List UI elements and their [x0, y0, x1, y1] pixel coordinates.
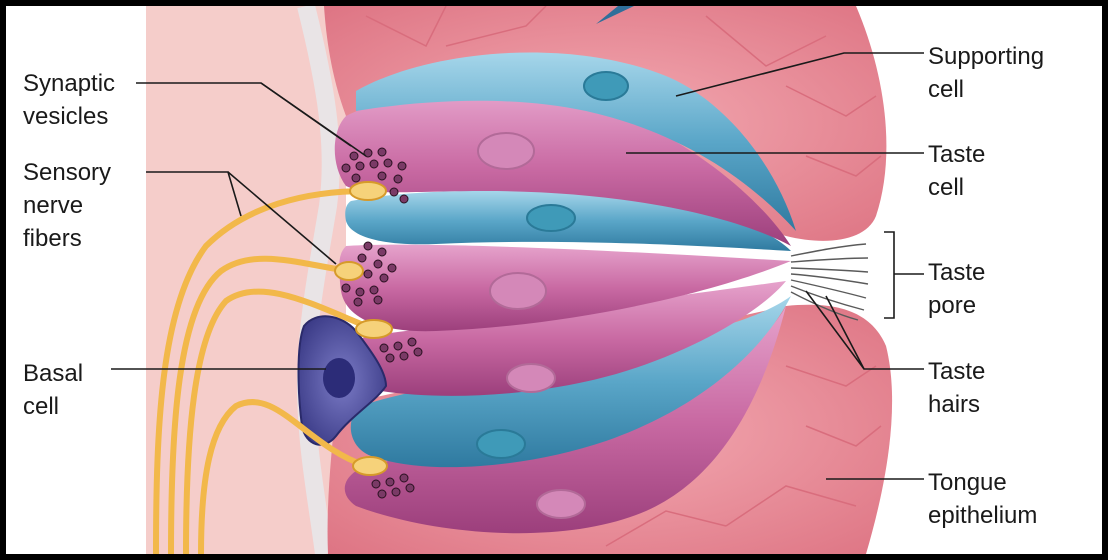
taste-cell-middle	[339, 244, 791, 332]
cell-nuclei	[476, 71, 629, 519]
taste-cell-upper	[334, 89, 791, 247]
label-basal-cell-line2: cell	[23, 393, 60, 420]
label-sensory-nerve-fibers-line1: Sensory	[23, 159, 112, 186]
label-supporting-cell: Supporting cell	[928, 40, 1044, 106]
label-taste-hairs-line2: hairs	[928, 391, 981, 418]
leader-lines	[111, 52, 924, 480]
supporting-cell-upper	[356, 52, 796, 231]
taste-bud	[297, 52, 796, 534]
taste-cell-lower-middle	[354, 281, 786, 396]
label-taste-hairs: Taste hairs	[928, 355, 985, 421]
label-tongue-epithelium: Tongue epithelium	[928, 466, 1037, 532]
label-tongue-epithelium-line1: Tongue	[928, 469, 1007, 496]
label-sensory-nerve-fibers-line2: nerve	[23, 192, 84, 219]
label-synaptic-vesicles-line1: Synaptic	[23, 70, 116, 97]
label-supporting-cell-line1: Supporting	[928, 43, 1045, 70]
epithelial-cell-outlines	[365, 6, 882, 547]
top-arrow	[596, 6, 634, 24]
basement-membrane	[296, 6, 340, 554]
label-synaptic-vesicles: Synaptic vesicles	[23, 67, 115, 133]
label-sensory-nerve-fibers: Sensory nerve fibers	[23, 156, 111, 255]
label-taste-cell-line1: Taste	[928, 141, 986, 168]
label-synaptic-vesicles-line2: vesicles	[23, 103, 109, 130]
nerve-terminals	[334, 181, 393, 476]
label-basal-cell-line1: Basal	[23, 360, 84, 387]
label-taste-pore-line2: pore	[928, 292, 977, 319]
synaptic-vesicles	[341, 147, 423, 499]
label-taste-hairs-line1: Taste	[928, 358, 986, 385]
label-basal-cell: Basal cell	[23, 357, 83, 423]
label-taste-pore: Taste pore	[928, 256, 985, 322]
sensory-nerve-fibers	[153, 188, 369, 554]
label-tongue-epithelium-line2: epithelium	[928, 502, 1038, 529]
label-taste-cell: Taste cell	[928, 138, 985, 204]
taste-bud-illustration	[6, 6, 924, 554]
label-sensory-nerve-fibers-line3: fibers	[23, 225, 82, 252]
label-supporting-cell-line2: cell	[928, 76, 965, 103]
label-taste-pore-line1: Taste	[928, 259, 986, 286]
label-taste-cell-line2: cell	[928, 174, 965, 201]
diagram-frame: Synaptic vesicles Sensory nerve fibers B…	[6, 6, 1102, 554]
